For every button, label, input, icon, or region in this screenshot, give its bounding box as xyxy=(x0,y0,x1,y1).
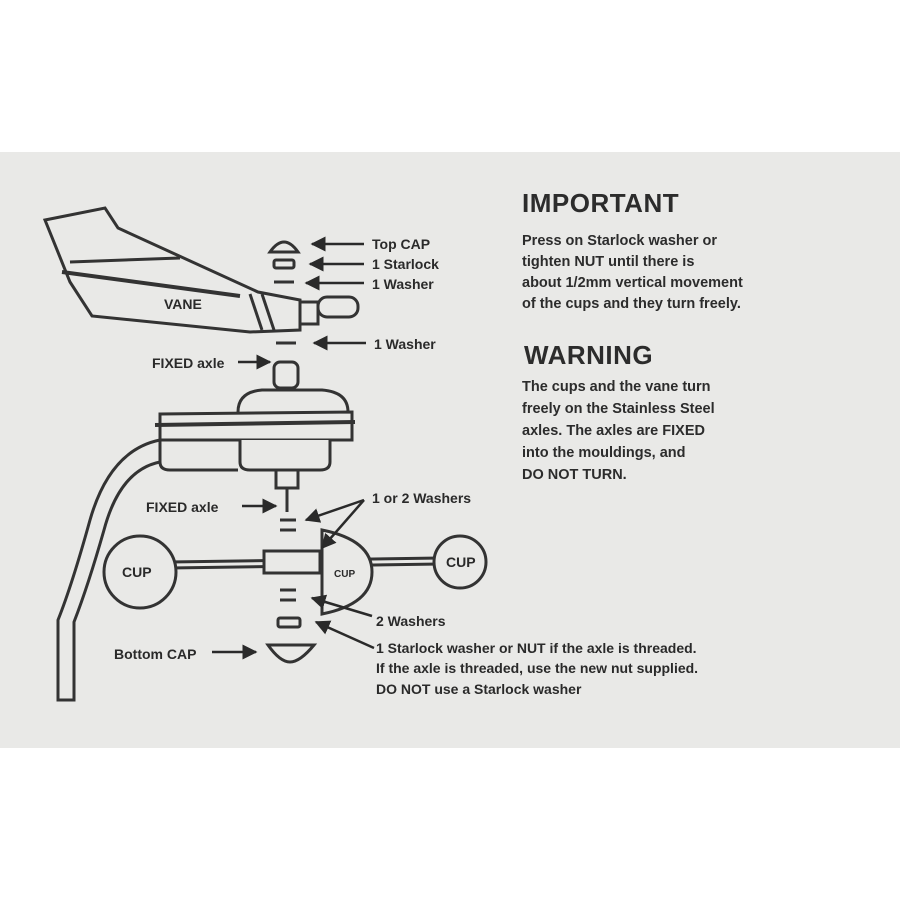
important-line: about 1/2mm vertical movement xyxy=(522,275,743,291)
warning-body: The cups and the vane turn freely on the… xyxy=(522,376,782,486)
warning-line: The cups and the vane turn xyxy=(522,379,711,395)
leader-arrows xyxy=(212,236,375,660)
important-line: Press on Starlock washer or xyxy=(522,233,718,249)
label-top-cap: Top CAP xyxy=(372,236,430,252)
label-washer-top: 1 Washer xyxy=(372,276,434,292)
label-cup-left: CUP xyxy=(122,564,152,580)
label-washer-mid: 1 Washer xyxy=(374,336,436,352)
label-vane: VANE xyxy=(164,296,202,312)
important-title: IMPORTANT xyxy=(522,188,680,218)
vane-part xyxy=(42,206,360,334)
bottom-note-line-3: DO NOT use a Starlock washer xyxy=(376,681,582,697)
label-cup-right: CUP xyxy=(446,554,476,570)
starlock-top-part xyxy=(272,258,296,270)
important-line: of the cups and they turn freely. xyxy=(522,296,741,312)
starlock-bottom-part xyxy=(276,616,302,629)
cup-assembly xyxy=(102,528,488,616)
warning-line: into the mouldings, and xyxy=(522,445,686,461)
lower-axle xyxy=(280,488,296,532)
warning-line: freely on the Stainless Steel xyxy=(522,401,715,417)
label-washers-1-or-2: 1 or 2 Washers xyxy=(372,490,471,506)
warning-line: DO NOT TURN. xyxy=(522,467,627,483)
warning-line: axles. The axles are FIXED xyxy=(522,423,705,439)
mounting-arm xyxy=(56,438,161,702)
top-cap-part xyxy=(267,240,301,254)
bottom-note-line-2: If the axle is threaded, use the new nut… xyxy=(376,660,698,676)
housing-part xyxy=(154,360,356,490)
label-fixed-axle-top: FIXED axle xyxy=(152,355,225,371)
label-bottom-cap: Bottom CAP xyxy=(114,646,196,662)
label-fixed-axle-bottom: FIXED axle xyxy=(146,499,219,515)
important-line: tighten NUT until there is xyxy=(522,254,695,270)
anemometer-exploded-diagram: Top CAP 1 Starlock 1 Washer 1 Washer VAN… xyxy=(42,206,698,702)
label-starlock-top: 1 Starlock xyxy=(372,256,439,272)
label-washers-2: 2 Washers xyxy=(376,613,446,629)
bottom-note-line-1: 1 Starlock washer or NUT if the axle is … xyxy=(376,640,697,656)
bottom-cap-part xyxy=(265,643,318,664)
washers-2-part xyxy=(280,588,296,602)
important-body: Press on Starlock washer or tighten NUT … xyxy=(522,231,792,315)
warning-title: WARNING xyxy=(524,340,654,370)
label-cup-center: CUP xyxy=(334,569,355,580)
